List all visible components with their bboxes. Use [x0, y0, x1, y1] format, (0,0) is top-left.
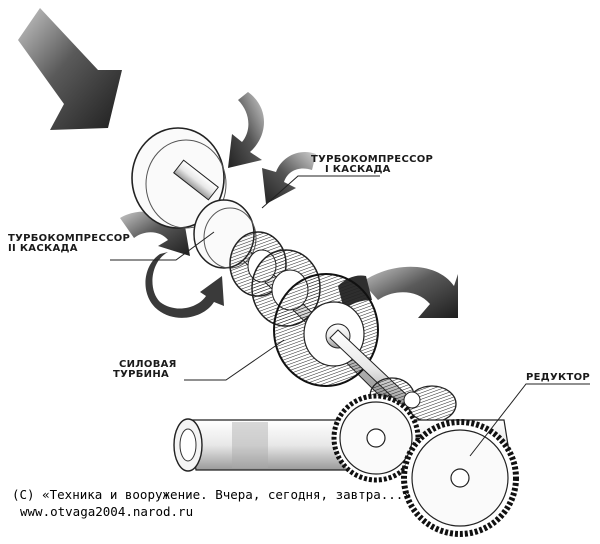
- inlet-arrow: [18, 8, 122, 130]
- exhaust-arrow: [362, 266, 458, 318]
- label-lp-line1: ТУРБОКОМПРЕССОР: [8, 233, 131, 244]
- airflow-arrow-lp: [120, 211, 190, 256]
- label-power-line1: СИЛОВАЯ: [119, 359, 177, 370]
- airflow-arrow-lp-return: [145, 252, 224, 318]
- reducer-gear-large: [401, 419, 519, 537]
- label-reducer: РЕДУКТОР: [526, 372, 591, 383]
- label-hp-line1: ТУРБОКОМПРЕССОР: [311, 154, 434, 165]
- leader-line-reducer: [469, 383, 590, 457]
- leader-line-lp: [110, 231, 215, 261]
- reducer-gear-small: [331, 393, 421, 483]
- label-power-line2: ТУРБИНА: [113, 369, 170, 380]
- airflow-arrow-hp-in: [228, 92, 264, 168]
- label-hp-line2: I КАСКАДА: [325, 164, 391, 175]
- source-credit: (С) «Техника и вооружение. Вчера, сегодн…: [12, 486, 411, 520]
- label-power-turbine: СИЛОВАЯ ТУРБИНА: [113, 360, 177, 380]
- label-lp-compressor: ТУРБОКОМПРЕССОР II КАСКАДА: [8, 234, 130, 254]
- label-lp-line2: II КАСКАДА: [8, 243, 78, 254]
- hp-compressor-disc: [131, 127, 227, 229]
- leader-line-power: [184, 339, 285, 381]
- leader-line-hp: [261, 175, 380, 209]
- credit-line1: (С) «Техника и вооружение. Вчера, сегодн…: [12, 487, 411, 502]
- label-hp-compressor: ТУРБОКОМПРЕССОР I КАСКАДА: [311, 155, 433, 175]
- airflow-arrow-interstage: [262, 152, 316, 204]
- credit-link[interactable]: www.otvaga2004.narod.ru: [20, 504, 194, 519]
